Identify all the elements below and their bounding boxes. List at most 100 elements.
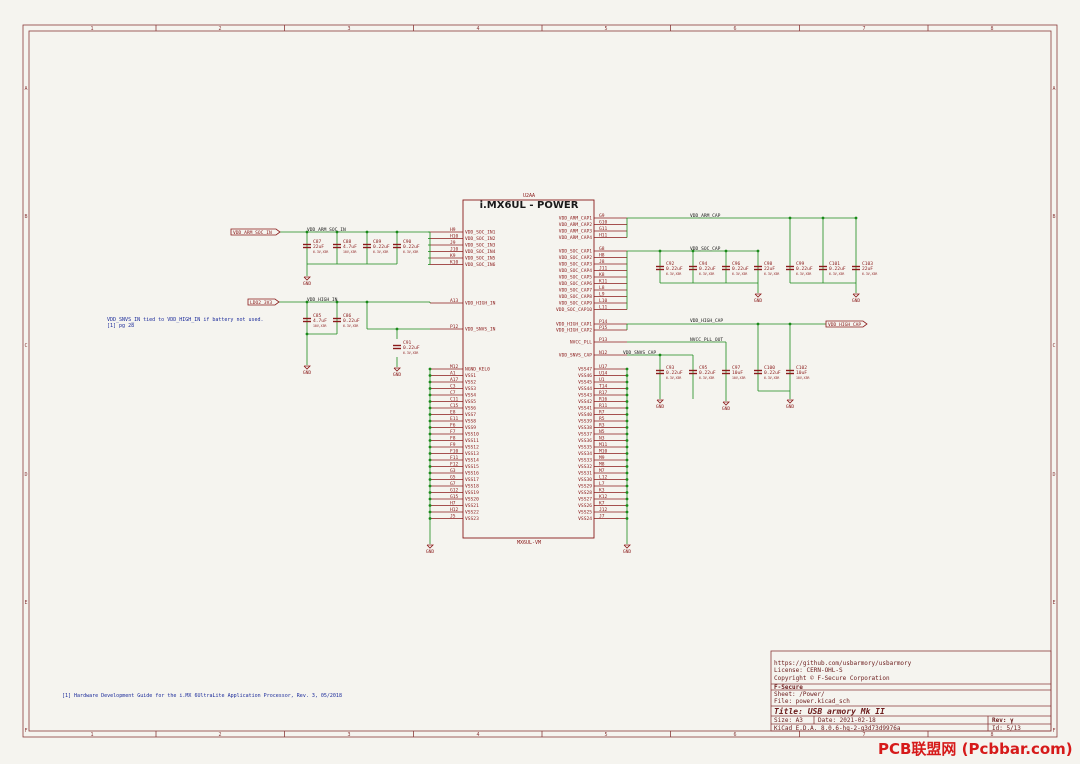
gnd-arrow xyxy=(426,544,434,549)
chip-pin-number: R11 xyxy=(599,403,608,409)
frame-row-label-left: F xyxy=(24,728,27,734)
junction-dot xyxy=(428,452,432,455)
capacitor-rating: 6.3V,X5R xyxy=(829,272,844,276)
chip-pin-name: NGND_KEL0 xyxy=(465,367,490,373)
chip-pin-number: T14 xyxy=(599,384,608,390)
chip-pin-number: L8 xyxy=(599,285,605,291)
net-label-vdd-high-cap[interactable]: VDD_HIGH_CAP xyxy=(825,320,868,328)
frame-row-label-right: C xyxy=(1052,343,1055,349)
title-block: https://github.com/usbarmory/usbarmory L… xyxy=(770,650,1052,732)
capacitor-ref: C91 xyxy=(403,340,412,346)
chip-pin-name: VDD_SNVS_IN xyxy=(465,327,496,333)
capacitor-value: 0.22uF xyxy=(343,318,360,324)
chip-pin-number: K7 xyxy=(599,501,605,507)
chip-pin-name: VDD_SOC_CAP2 xyxy=(559,255,592,261)
chip-pin-name: VSS25 xyxy=(578,510,592,516)
capacitor-ref: C88 xyxy=(343,239,352,245)
junction-dot xyxy=(625,419,629,423)
chip-pin-number: R3 xyxy=(599,423,605,429)
capacitor-ref: C92 xyxy=(666,261,675,267)
note-reference: [1] Hardware Development Guide for the i… xyxy=(62,693,342,699)
chip-pin-name: VSS26 xyxy=(578,503,592,509)
gnd-label: GND xyxy=(786,404,795,410)
chip-pin-number: E8 xyxy=(450,410,456,416)
frame-row-label-left: E xyxy=(24,600,27,606)
chip-pin-number: H7 xyxy=(450,501,456,507)
chip-pin-number: G3 xyxy=(450,468,456,474)
chip-pin-name: VSS12 xyxy=(465,445,479,451)
chip-pin-number: C3 xyxy=(450,384,456,390)
frame-row-label-right: D xyxy=(1052,472,1055,478)
frame-col-label-top: 3 xyxy=(347,26,350,32)
junction-dot xyxy=(428,471,432,475)
capacitor-ref: C103 xyxy=(862,261,873,267)
capacitor-ref: C93 xyxy=(666,365,675,371)
frame-col-label-bottom: 4 xyxy=(476,732,479,738)
capacitor-value: 22uF xyxy=(313,244,324,250)
chip-pin-name: VDD_SOC_IN1 xyxy=(465,230,496,236)
capacitor-value: 0.22uF xyxy=(796,266,813,272)
junction-dot xyxy=(756,249,760,253)
capacitor-rating: 6.3V,X5R xyxy=(732,272,747,276)
chip-pin-name: VSS6 xyxy=(465,406,476,412)
net-label-ldo2-3v3[interactable]: LDO2_3V3 xyxy=(247,298,280,306)
chip-pin-number: J7 xyxy=(599,514,605,520)
frame-col-label-bottom: 6 xyxy=(733,732,736,738)
chip-title: i.MX6UL - POWER xyxy=(480,200,579,211)
chip-pin-name: VSS15 xyxy=(465,464,479,470)
capacitor-value: 0.22uF xyxy=(403,345,420,351)
chip-pin-number: M9 xyxy=(599,455,605,461)
chip-pin-name: VSS7 xyxy=(465,412,476,418)
chip-pin-name: VSS40 xyxy=(578,412,592,418)
frame-col-label-bottom: 7 xyxy=(862,732,865,738)
chip-pin-number: K10 xyxy=(450,260,459,266)
capacitor-ref: C102 xyxy=(796,365,807,371)
chip-pin-number: K8 xyxy=(599,272,605,278)
net-label-vdd-arm-soc-in[interactable]: VDD_ARM_SOC_IN xyxy=(230,228,281,236)
capacitor-value: 0.22uF xyxy=(732,266,749,272)
frame-row-label-right: B xyxy=(1052,214,1055,220)
chip-pin-name: VSS22 xyxy=(465,510,479,516)
gnd-label: GND xyxy=(754,298,763,304)
chip-pin-number: G5 xyxy=(450,475,456,481)
capacitor-ref: C97 xyxy=(732,365,741,371)
gnd-label: GND xyxy=(852,298,861,304)
chip-pin-number: U14 xyxy=(599,371,608,377)
capacitor-ref: C86 xyxy=(343,313,352,319)
chip-pin-name: VSS13 xyxy=(465,451,479,457)
chip-pin-number: C11 xyxy=(450,397,459,403)
junction-dot xyxy=(428,406,432,410)
gnd-arrow xyxy=(656,399,664,404)
junction-dot xyxy=(625,393,629,397)
tb-copyright: Copyright © F-Secure Corporation xyxy=(774,675,890,682)
junction-dot xyxy=(428,497,432,501)
junction-dot xyxy=(428,484,432,488)
chip-pin-name: VDD_SOC_IN5 xyxy=(465,256,496,262)
junction-dot xyxy=(428,491,432,494)
capacitor-ref: C90 xyxy=(403,239,412,245)
junction-dot xyxy=(428,510,432,514)
chip-pin-number: K9 xyxy=(450,253,456,259)
gnd-symbol: GND xyxy=(393,367,401,378)
junction-dot xyxy=(428,439,432,442)
capacitor-ref: C100 xyxy=(764,365,775,371)
capacitor-value: 4.7uF xyxy=(343,244,357,250)
frame-col-label-top: 8 xyxy=(990,26,993,32)
gnd-arrow xyxy=(303,276,311,281)
chip-pin-number: J12 xyxy=(599,507,608,513)
capacitor-rating: 6.3V,X5R xyxy=(666,376,681,380)
junction-dot xyxy=(625,497,629,501)
chip-pin-number: P13 xyxy=(599,337,608,343)
chip-pin-number: F12 xyxy=(450,462,459,468)
chip-pin-name: VSS31 xyxy=(578,471,592,477)
chip-pin-name: VSS18 xyxy=(465,484,479,490)
chip-pin-number: J9 xyxy=(450,240,456,246)
junction-dot xyxy=(658,249,662,253)
chip-pin-number: A13 xyxy=(450,298,459,304)
junction-dot xyxy=(395,230,399,234)
